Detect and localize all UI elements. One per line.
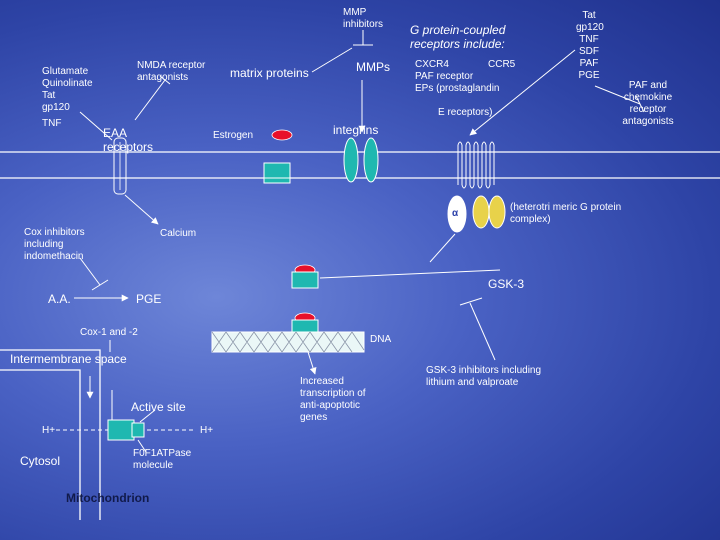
estrogen-receptor xyxy=(263,162,291,184)
g-alpha-label: α xyxy=(452,208,459,219)
gpcr-loops xyxy=(457,141,495,189)
mitochondrion-label: Mitochondrion xyxy=(66,491,150,505)
g-protein-to-gsk3 xyxy=(429,233,456,263)
g-gamma-subunit xyxy=(488,195,506,229)
active-site-link xyxy=(139,409,156,423)
paf-antagonist-tee xyxy=(635,95,645,113)
mitochondrial-outer-membrane xyxy=(0,349,101,520)
cox12-label: Cox-1 and -2 xyxy=(80,327,138,338)
g-beta-subunit xyxy=(472,195,490,229)
paf-antagonist-bar xyxy=(594,85,641,105)
gpcr-receptor xyxy=(457,145,495,185)
aa-label: A.A. xyxy=(48,292,71,306)
cxcr4-label: CXCR4 xyxy=(415,59,449,70)
gsk3-inhibitor-bar xyxy=(469,302,496,361)
tat-to-receptors xyxy=(469,49,576,136)
cytosol-label: Cytosol xyxy=(20,454,61,468)
tnf-label: TNF xyxy=(42,118,62,129)
e-receptors-label: E receptors) xyxy=(438,107,493,118)
estrogen-label: Estrogen xyxy=(213,130,254,141)
gsk3-receptor xyxy=(291,271,319,289)
atpase-to-label xyxy=(137,439,147,453)
gsk3-to-target xyxy=(319,269,501,279)
intermembrane-space-label: Intermembrane space xyxy=(10,352,127,366)
mitochondrial-inner-membrane xyxy=(0,369,81,520)
calcium-label: Calcium xyxy=(160,228,197,239)
atpase-f0-unit xyxy=(107,419,135,441)
cox-inhibitor-tee xyxy=(91,279,109,291)
active-site-label: Active site xyxy=(131,400,186,414)
eaa-receptor xyxy=(113,137,127,195)
atpase-f1-unit xyxy=(131,422,145,438)
estrogen-ligand xyxy=(271,129,293,141)
dna-crossings xyxy=(211,331,365,353)
g-alpha-subunit xyxy=(447,195,467,233)
dna-bound-receptor xyxy=(291,319,319,333)
mmps-label: MMPs xyxy=(356,60,390,74)
dna-label: DNA xyxy=(370,334,392,345)
nmda-inhibit-tee xyxy=(159,75,171,85)
calcium-arrow xyxy=(124,194,159,225)
pge-label: PGE xyxy=(136,292,162,306)
proton-right-label: H+ xyxy=(200,425,214,436)
glutamate-to-eaa xyxy=(79,111,113,141)
integrin-1 xyxy=(343,137,359,183)
dna-to-genes-arrow xyxy=(307,351,317,375)
nmda-inhibit-bar xyxy=(134,79,166,121)
gsk3-inhibitor-tee xyxy=(459,297,483,306)
ccr5-label: CCR5 xyxy=(488,59,516,70)
integrins-label: integrins xyxy=(333,123,379,137)
dna-strand xyxy=(211,331,365,353)
matrix-to-mmps xyxy=(311,47,353,73)
matrix-proteins-label: matrix proteins xyxy=(230,66,309,80)
cox-inhibitor-bar xyxy=(79,257,101,286)
proton-left-label: H+ xyxy=(42,425,56,436)
eps-label: EPs (prostaglandin xyxy=(415,83,500,94)
gsk3-label: GSK-3 xyxy=(488,277,525,291)
integrin-2 xyxy=(363,137,379,183)
paf-receptor-label: PAF receptor xyxy=(415,71,474,82)
